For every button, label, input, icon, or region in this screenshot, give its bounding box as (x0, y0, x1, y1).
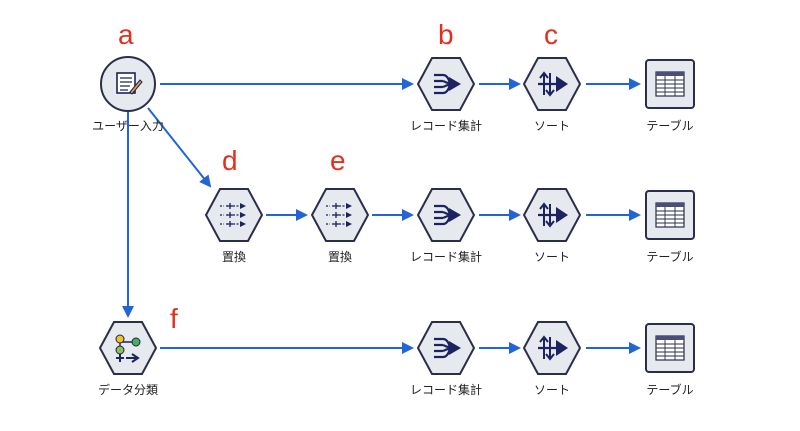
node-user-input[interactable] (100, 56, 156, 112)
node-table-2[interactable] (645, 190, 695, 240)
node-sort-3[interactable] (523, 321, 581, 375)
edge-user-input-to-replace-1 (147, 107, 212, 188)
node-aggregate-1[interactable] (417, 57, 475, 111)
node-data-partition[interactable] (99, 321, 157, 375)
node-sort-1[interactable] (523, 57, 581, 111)
step-letter-f: f (170, 303, 178, 334)
step-letter-e: e (330, 145, 346, 176)
partition-icon (115, 334, 141, 363)
node-replace-1[interactable] (205, 188, 263, 242)
node-label-table-3: テーブル (646, 382, 693, 397)
node-sort-2[interactable] (523, 188, 581, 242)
node-label-sort-2: ソート (534, 250, 570, 264)
node-aggregate-3[interactable] (417, 321, 475, 375)
node-label-table-2: テーブル (646, 249, 693, 264)
node-label-replace-1: 置換 (222, 250, 246, 264)
node-replace-2[interactable] (311, 188, 369, 242)
table-icon (655, 202, 685, 228)
step-letter-c: c (544, 19, 558, 50)
node-label-sort-3: ソート (534, 383, 570, 397)
step-letter-a: a (118, 19, 134, 50)
node-label-aggregate-2: レコード集計 (410, 249, 482, 264)
replace-icon (325, 202, 353, 228)
table-icon (655, 71, 685, 97)
node-label-user-input: ユーザー入力 (92, 119, 164, 133)
node-aggregate-2[interactable] (417, 188, 475, 242)
node-label-aggregate-1: レコード集計 (410, 118, 482, 133)
node-label-aggregate-3: レコード集計 (410, 382, 482, 397)
table-icon (655, 335, 685, 361)
node-table-1[interactable] (645, 59, 695, 109)
node-label-table-1: テーブル (646, 118, 693, 133)
node-label-replace-2: 置換 (328, 250, 352, 264)
replace-icon (219, 202, 247, 228)
node-table-3[interactable] (645, 323, 695, 373)
node-label-sort-1: ソート (534, 119, 570, 133)
node-label-data-partition: データ分類 (98, 382, 158, 397)
step-letter-d: d (222, 145, 238, 176)
step-letter-b: b (438, 19, 454, 50)
user-input-icon (116, 72, 143, 95)
